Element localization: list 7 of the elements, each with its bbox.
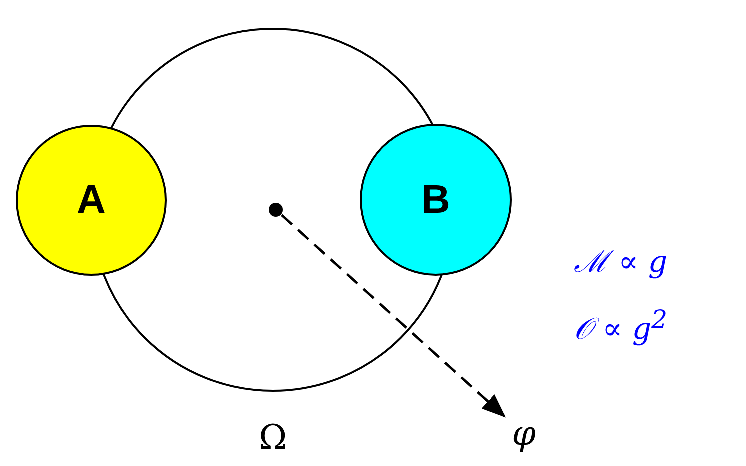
formula: ℳ ∝ g	[574, 244, 668, 281]
symbol-label: φ	[512, 414, 536, 454]
arrow	[281, 214, 507, 419]
circle-caption: Ω	[259, 418, 288, 458]
circle-label: B	[422, 178, 450, 222]
formula: 𝒪 ∝ g$^{2}$	[574, 305, 668, 347]
circle-label: A	[77, 178, 106, 223]
